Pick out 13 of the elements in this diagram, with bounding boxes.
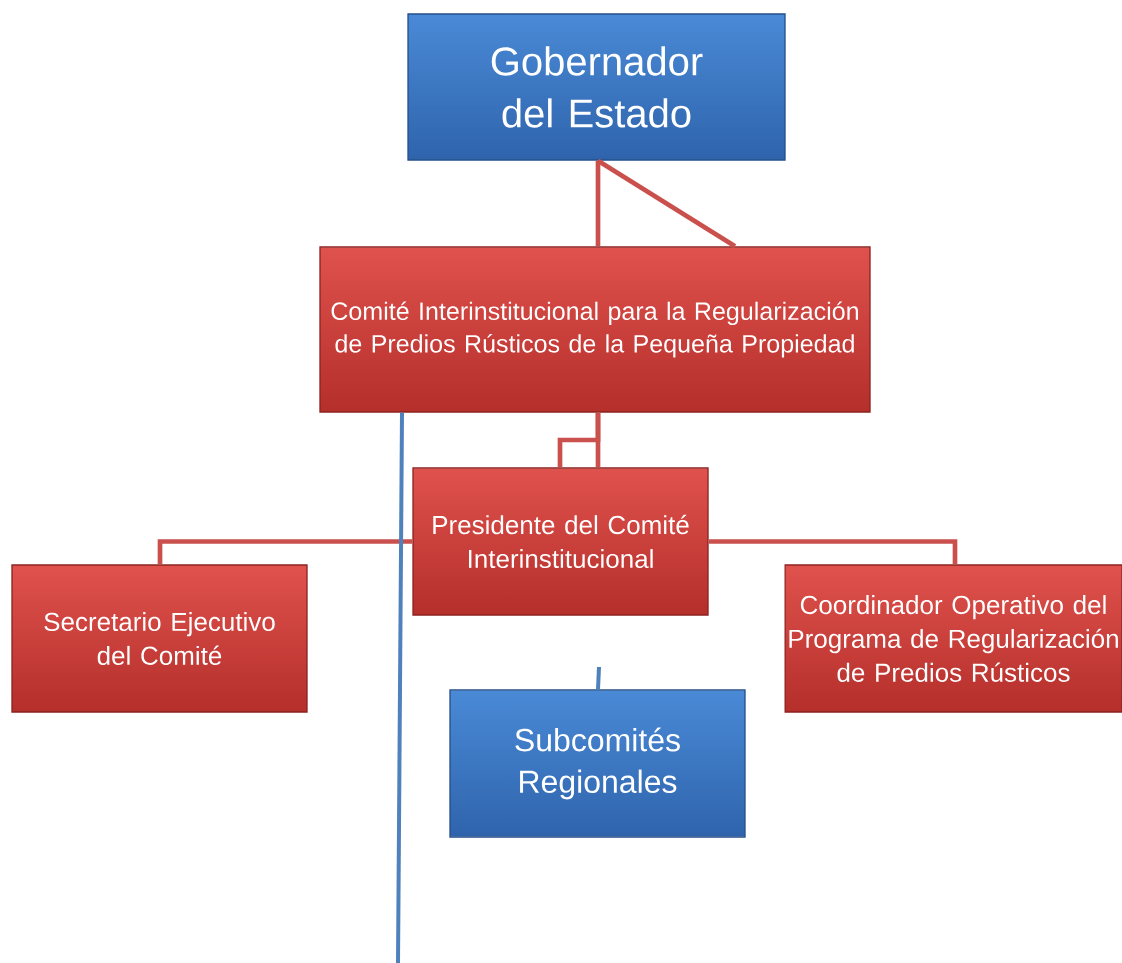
connector-line (595, 160, 601, 247)
org-box: Comité Interinstitucional para la Regularización de Predios Rústicos de la Pequeña Propiedad (319, 246, 871, 413)
connector-line (557, 412, 601, 468)
org-box: Subcomités Regionales (449, 689, 746, 838)
org-box: Gobernador del Estado (407, 13, 786, 161)
connector-line (396, 412, 404, 963)
org-box: Secretario Ejecutivo del Comité (11, 564, 308, 713)
org-box: Presidente del Comité Interinstitucional (412, 467, 709, 616)
org-box: Coordinador Operativo del Programa de Regularización de Predios Rústicos (784, 564, 1122, 713)
connector-line (708, 539, 958, 565)
connector-line (157, 539, 413, 565)
connector-line (596, 666, 601, 690)
connector-line (596, 158, 737, 249)
